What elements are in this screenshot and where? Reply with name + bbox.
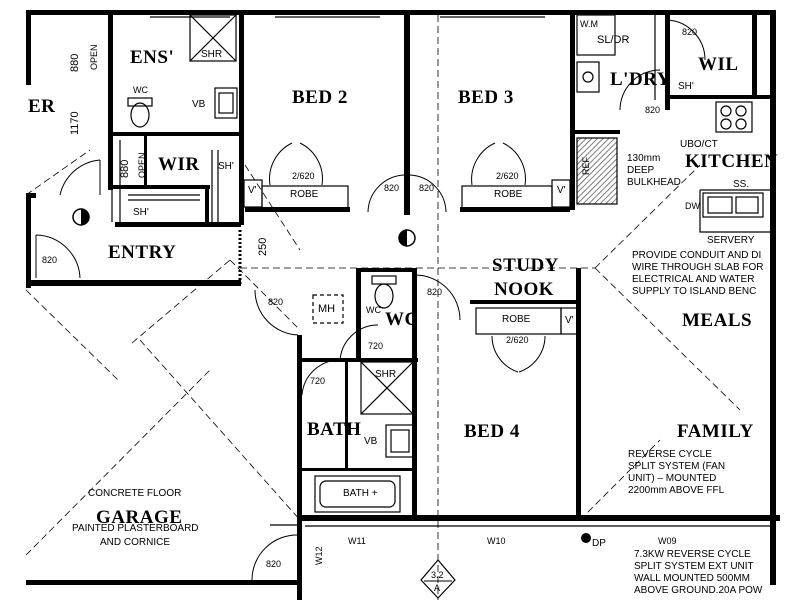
fixture-label-ss: SS. <box>733 179 750 190</box>
dimension-250: 250 <box>257 237 269 256</box>
dimension-820-ldry: 820 <box>645 105 661 115</box>
smoke-detector-icon <box>72 208 90 226</box>
dimension-820-hall: 820 <box>268 297 284 307</box>
fixture-label-shr-bath: SHR <box>375 369 397 380</box>
room-label-family: FAMILY <box>677 421 754 442</box>
window-tag-w10: W10 <box>487 536 506 546</box>
walls <box>26 10 780 600</box>
dimension-720a: 720 <box>368 341 384 351</box>
dashed-lines <box>25 15 741 600</box>
smoke-detector-icon <box>398 229 416 247</box>
dimension-820-garage: 820 <box>266 559 282 569</box>
room-label-wir: WIR <box>158 154 200 175</box>
fixture-label-dp: DP <box>592 538 606 549</box>
note-garage-floor: CONCRETE FLOOR <box>88 488 182 499</box>
fixture-label-wc-ens: WC <box>133 85 148 95</box>
room-label-study: STUDY <box>492 255 559 276</box>
note-split-system: REVERSE CYCLE SPLIT SYSTEM (FAN UNIT) – … <box>628 449 726 496</box>
section-marker-icon <box>420 559 456 599</box>
note-garage-cornice: AND CORNICE <box>100 537 171 548</box>
room-label-wc: WC <box>385 309 419 330</box>
fixture-label-robe-bed3: ROBE <box>494 189 523 200</box>
dimension-880b: 880 <box>119 159 131 178</box>
fixture-label-robe-bed2: ROBE <box>290 189 319 200</box>
fixture-label-servery: SERVERY <box>707 235 755 246</box>
door-label-bed3: 2/620 <box>496 171 519 181</box>
section-marker-bottom: A <box>434 583 441 593</box>
fixture-label-dw: DW <box>685 201 700 211</box>
room-label-ter: ER <box>28 96 56 117</box>
fixture-label-sh-wir1: SH' <box>218 161 234 172</box>
fixture-label-vb-bath: VB <box>364 436 378 447</box>
door-swings <box>35 19 706 581</box>
room-label-garage: GARAGE <box>96 507 183 528</box>
fixture-label-vb-ens: VB <box>192 99 206 110</box>
fixture-label-wm: W.M <box>580 19 598 29</box>
room-label-bed2: BED 2 <box>292 87 348 108</box>
room-label-nook: NOOK <box>494 279 555 300</box>
window-tag-w09: W09 <box>658 536 677 546</box>
note-garage-walls: PAINTED PLASTERBOARD <box>72 523 199 534</box>
fixture-label-sldr: SL/DR <box>597 34 630 46</box>
fixture-label-sh-wir2: SH' <box>133 207 149 218</box>
fixture-label-shr-ens: SHR <box>201 49 223 60</box>
note-ext-unit: 7.3KW REVERSE CYCLE SPLIT SYSTEM EXT UNI… <box>634 549 763 596</box>
dimension-820-entry: 820 <box>42 255 58 265</box>
fixture-label-v-bed3: V' <box>557 185 566 196</box>
fixture-label-mh: MH <box>318 303 336 315</box>
door-label-bed4: 2/620 <box>506 335 529 345</box>
dimension-880a: 880 <box>69 53 81 72</box>
room-label-bath: BATH <box>307 419 362 440</box>
downpipe-icon <box>581 533 591 543</box>
fixture-label-robe-bed4: ROBE <box>502 314 531 325</box>
dimension-820-bed2: 820 <box>384 183 400 193</box>
dimension-open1: OPEN <box>89 44 99 70</box>
room-label-ens: ENS' <box>130 47 175 68</box>
room-label-kitchen: KITCHEN <box>685 151 779 172</box>
fixture-label-bath-tub: BATH + <box>343 488 378 499</box>
note-bulkhead: 130mm DEEP BULKHEAD <box>627 153 681 188</box>
dimension-720b: 720 <box>310 376 326 386</box>
room-label-entry: ENTRY <box>108 242 177 263</box>
room-label-bed4: BED 4 <box>464 421 520 442</box>
fixture-label-wc-hall: WC <box>366 305 381 315</box>
fixture-label-sh-ldry: SH' <box>678 81 694 92</box>
dimension-1170: 1170 <box>69 111 81 135</box>
thin-lines <box>111 14 770 527</box>
dimension-820-wc: 820 <box>427 287 443 297</box>
section-marker-top: 3.2 <box>431 570 444 580</box>
room-label-meals: MEALS <box>682 310 753 331</box>
room-label-wil: WIL <box>698 54 739 75</box>
window-tag-w12: W12 <box>314 546 324 565</box>
room-label-ldry: L'DRY <box>610 69 671 90</box>
fixture-label-v-bed4: V' <box>565 315 574 326</box>
fixture-label-ubo: UBO/CT <box>680 139 718 150</box>
door-label-bed2: 2/620 <box>292 171 315 181</box>
room-label-bed3: BED 3 <box>458 87 514 108</box>
fixture-label-v-bed2: V' <box>248 185 257 196</box>
fixture-label-ref: REF <box>581 157 591 175</box>
dimension-820-bed3: 820 <box>419 183 435 193</box>
note-conduit: PROVIDE CONDUIT AND DI WIRE THROUGH SLAB… <box>632 250 764 297</box>
dimension-820-wil: 820 <box>682 27 698 37</box>
dimension-open2: OPEN <box>137 152 147 178</box>
window-tag-w11: W11 <box>348 536 366 546</box>
